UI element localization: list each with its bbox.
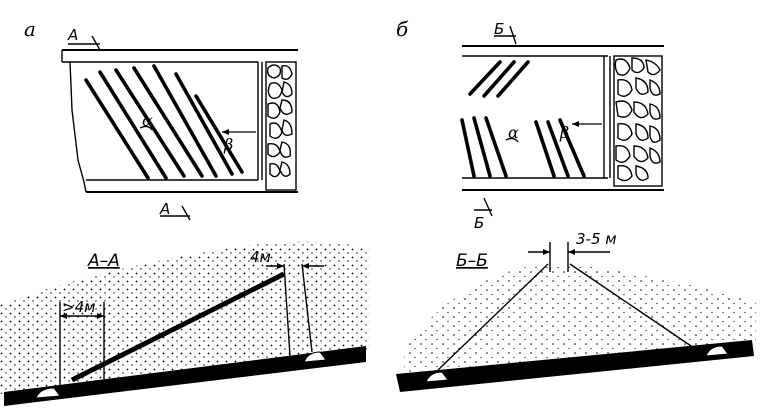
panel-a-angle-alpha: α <box>139 111 153 131</box>
section-a-a: А–А >4м 4м <box>0 241 370 406</box>
panel-b-plan: б Б <box>396 17 664 232</box>
panel-b-letter: б <box>396 17 409 41</box>
svg-text:Б: Б <box>474 214 484 232</box>
svg-text:α: α <box>508 123 519 142</box>
section-a-long-hole <box>70 271 286 383</box>
svg-text:А: А <box>159 200 170 218</box>
cut-marker-a-top: А <box>67 26 101 51</box>
svg-text:>4м: >4м <box>62 298 95 316</box>
section-b-b: Б–Б 3-5 м <box>396 230 756 392</box>
panel-b-chamber <box>462 45 664 191</box>
panel-b-blastholes <box>460 60 586 178</box>
panel-b-rubble-pillar <box>613 55 663 187</box>
section-b-left-hole <box>437 263 549 371</box>
panel-a-blastholes <box>84 64 244 180</box>
svg-text:Б: Б <box>494 20 504 38</box>
section-b-right-hole <box>569 263 695 349</box>
panel-a-plan: а А <box>24 17 298 221</box>
svg-text:А: А <box>67 26 78 44</box>
section-b-top-dimension: 3-5 м <box>528 230 617 272</box>
svg-text:β: β <box>559 123 569 142</box>
svg-text:β: β <box>223 135 233 154</box>
svg-text:4м: 4м <box>250 248 271 266</box>
panel-b-angle-beta: β <box>559 121 602 142</box>
section-a-seam <box>4 346 366 406</box>
section-a-left-dimension: >4м <box>59 298 105 386</box>
cut-marker-b-bottom: Б <box>474 197 493 232</box>
cut-marker-b-top: Б <box>494 20 517 45</box>
section-b-title: Б–Б <box>456 251 488 271</box>
section-a-right-dimension: 4м <box>250 248 324 357</box>
svg-text:3-5 м: 3-5 м <box>576 230 617 248</box>
panel-b-angle-alpha: α <box>505 123 519 143</box>
svg-text:α: α <box>142 111 153 130</box>
panel-a-chamber <box>61 49 298 193</box>
section-a-title: А–А <box>87 251 120 271</box>
panel-a-rubble-pillar <box>265 61 297 191</box>
panel-a-angle-beta: β <box>222 129 256 154</box>
section-b-rock <box>404 264 756 372</box>
panel-a-letter: а <box>24 17 36 41</box>
section-b-seam <box>396 340 754 392</box>
cut-marker-a-bottom: А <box>159 200 191 221</box>
